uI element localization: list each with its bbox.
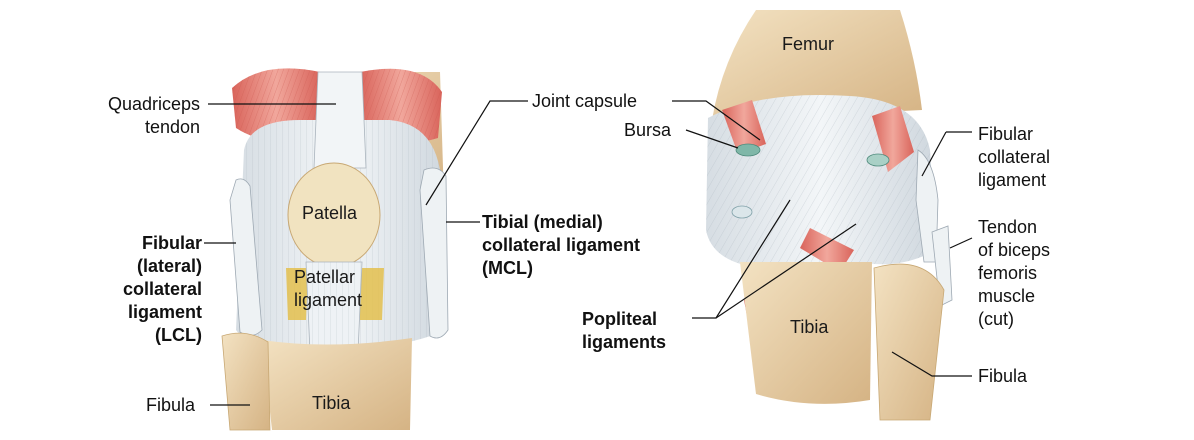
- femur-posterior: [712, 10, 922, 120]
- tibia-right-label: Tibia: [790, 317, 829, 337]
- patellar-ligament-line-2: ligament: [294, 290, 363, 310]
- popliteal-line-1: Popliteal: [582, 309, 658, 329]
- gastrocnemius-medial-cut: [722, 100, 766, 154]
- biceps-line-2: of biceps: [978, 240, 1051, 260]
- bursa-label: Bursa: [624, 120, 672, 140]
- lcl-line-3: collateral: [122, 279, 202, 299]
- patellar-ligament-label: Patellar ligament: [294, 266, 362, 312]
- lcl-line-5: (LCL): [155, 325, 202, 345]
- fcl-line-2: collateral: [978, 147, 1051, 167]
- biceps-line-3: femoris: [978, 263, 1038, 283]
- patella-label: Patella: [302, 203, 358, 223]
- bursa-shape: [735, 143, 761, 157]
- fibula-right-label: Fibula: [978, 366, 1028, 386]
- tendon-biceps-label: Tendon of biceps femoris muscle (cut): [978, 216, 1050, 331]
- mcl-line-1: Tibial (medial): [482, 212, 603, 232]
- lcl-line-4: ligament: [127, 302, 202, 322]
- quadriceps-tendon-shape: [313, 71, 367, 169]
- biceps-line-1: Tendon: [978, 217, 1038, 237]
- popliteus-muscle: [800, 228, 854, 272]
- fibula-posterior: [873, 263, 945, 421]
- femur-label: Femur: [782, 34, 835, 54]
- popliteal-line-2: ligaments: [582, 332, 667, 352]
- quadriceps-tendon-line-2: tendon: [144, 117, 200, 137]
- fibular-lateral-collateral-label: Fibular (lateral) collateral ligament (L…: [80, 232, 202, 347]
- popliteal-ligaments-label: Popliteal ligaments: [582, 308, 666, 354]
- posterior-knee: [672, 10, 973, 421]
- tibial-medial-collateral-label: Tibial (medial) collateral ligament (MCL…: [482, 211, 640, 280]
- joint-capsule-label: Joint capsule: [532, 91, 638, 111]
- mcl-line-3: (MCL): [482, 258, 533, 278]
- fcl-line-3: ligament: [978, 170, 1047, 190]
- patellar-ligament-fibers: [306, 262, 362, 352]
- fat-pad-right: [360, 268, 384, 320]
- tendon-cut-medial: [731, 205, 753, 219]
- quadriceps-tendon-label: Quadriceps tendon: [64, 93, 200, 139]
- tibia-anterior: [262, 338, 412, 430]
- leaders-left: [204, 100, 528, 406]
- leaders-right: [672, 100, 973, 377]
- gastrocnemius-lateral-cut: [872, 106, 914, 172]
- fibular-collateral-label: Fibular collateral ligament: [978, 123, 1050, 192]
- tendon-cut-lateral: [866, 153, 890, 167]
- mcl-line-2: collateral ligament: [482, 235, 641, 255]
- fibula-anterior: [221, 332, 271, 431]
- quadriceps-tendon-line-1: Quadriceps: [107, 94, 200, 114]
- mcl-band: [419, 167, 449, 339]
- tibia-left-label: Tibia: [312, 393, 351, 413]
- patellar-ligament-line-1: Patellar: [294, 267, 356, 287]
- lcl-line-2: (lateral): [136, 256, 202, 276]
- anterior-knee: [204, 68, 528, 431]
- fibula-left-label: Fibula: [146, 395, 196, 415]
- fat-pad-left: [286, 268, 308, 320]
- biceps-line-5: (cut): [978, 309, 1014, 329]
- tibia-posterior: [740, 262, 872, 404]
- lcl-line-1: Fibular: [141, 233, 202, 253]
- biceps-line-4: muscle: [978, 286, 1036, 306]
- fcl-line-1: Fibular: [978, 124, 1034, 144]
